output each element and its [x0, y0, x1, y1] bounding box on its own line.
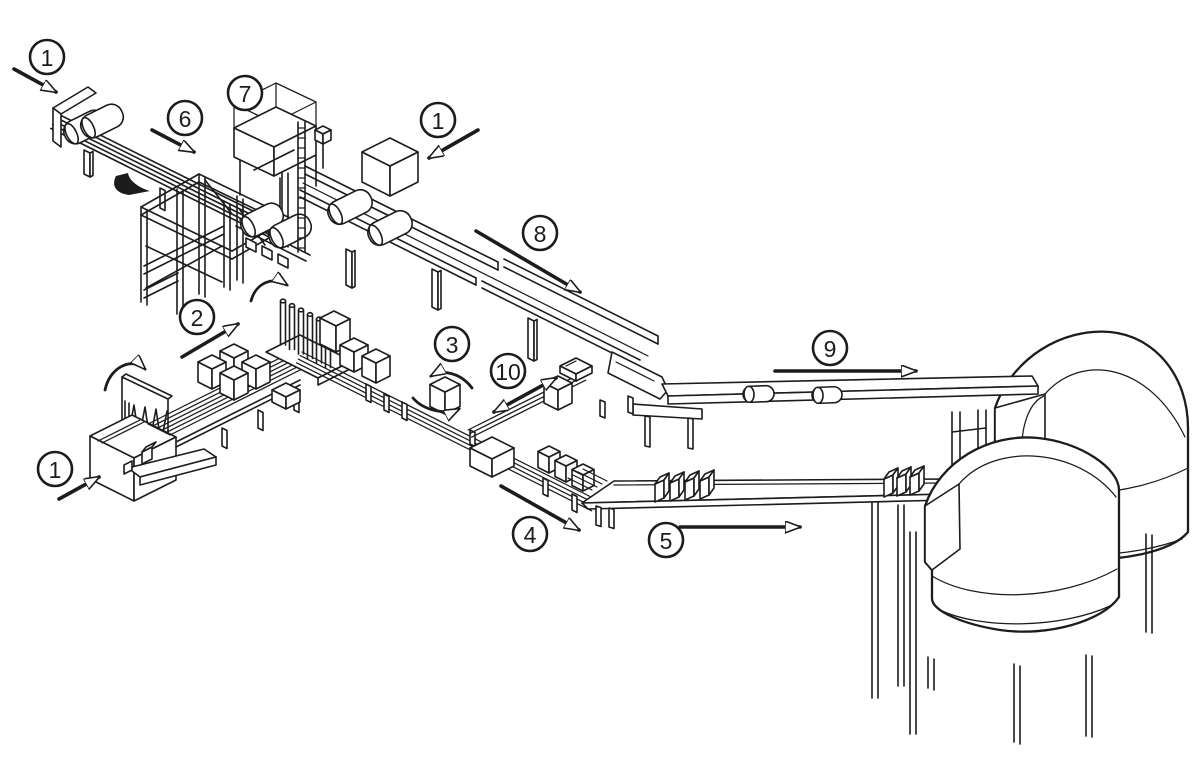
callout-step: 4: [511, 515, 549, 553]
conveyor-roll: [327, 188, 373, 226]
product-cube: [361, 137, 419, 197]
callout-label: 3: [446, 332, 459, 358]
turning-box: [429, 376, 461, 415]
callouts: 1 6 7 1 8 2 3 10: [12, 38, 918, 559]
callout-label: 1: [49, 457, 62, 483]
callout-step: 7: [226, 74, 264, 112]
lane-conveyor-2: [147, 343, 319, 450]
flow-arrow-icon: [12, 67, 58, 94]
double-flow-arrow-icon: [492, 376, 558, 414]
callout-label: 5: [660, 528, 673, 554]
carton-magazine-machine: [89, 373, 217, 502]
callout-label: 7: [239, 81, 252, 107]
callout-step: 1: [28, 38, 66, 76]
dome-machine-front: [923, 436, 1121, 745]
callout-step: 1: [36, 450, 74, 488]
flow-arrow-icon: [180, 322, 240, 359]
callout-label: 2: [191, 305, 204, 331]
carton-stack: [197, 343, 271, 401]
callout-label: 1: [432, 108, 445, 134]
pack-conveyor-3: [295, 337, 608, 514]
callout-label: 9: [824, 336, 837, 362]
callout-step: 8: [521, 214, 559, 252]
callout-step: 2: [178, 298, 216, 336]
callout-label: 6: [179, 106, 192, 132]
backstop-plate: [52, 86, 97, 115]
flow-arrow-icon: [474, 229, 582, 294]
transfer-plate: [559, 357, 593, 382]
callout-step: 10: [489, 352, 527, 390]
gantry-machine: [140, 82, 332, 318]
callout-step: 9: [811, 329, 849, 367]
control-box-post: [314, 125, 332, 169]
interior-roll-deck: [235, 202, 313, 269]
rotate-arrow-icon: [249, 281, 287, 303]
flow-arrow-icon: [427, 128, 480, 160]
slab-group: [883, 465, 925, 498]
flow-arrow-icon: [57, 475, 101, 501]
conveyor-roll: [367, 209, 413, 247]
flow-arrow-icon: [150, 128, 196, 154]
callout-label: 1: [41, 45, 54, 71]
control-cabinet: [469, 436, 515, 478]
infeed-conveyor: [50, 86, 286, 243]
callout-step: 6: [166, 99, 204, 137]
callout-step: 1: [419, 101, 457, 139]
flow-arrow-icon: [499, 484, 581, 532]
ladder: [297, 121, 306, 253]
callout-step: 5: [647, 521, 685, 559]
pack-box: [339, 337, 391, 384]
conveyor-roll: [742, 384, 775, 404]
infeed-roll: [79, 103, 125, 139]
callout-label: 4: [524, 522, 537, 548]
machine-frame: [140, 154, 317, 318]
callout-label: 10: [495, 359, 521, 385]
junction-plate: [607, 351, 669, 400]
conveyor-roll: [811, 385, 843, 405]
rotate-arrow-icon: [431, 373, 474, 390]
deflector-chute: [114, 173, 150, 195]
slab-group: [654, 469, 715, 503]
callout-label: 8: [534, 221, 547, 247]
belt-conveyor-5: [581, 465, 949, 530]
callout-step: 3: [433, 325, 471, 363]
rotate-arrow-icon: [103, 364, 145, 392]
transfer-conveyor-9: [632, 375, 1039, 735]
roll-conveyor-8: [299, 165, 669, 400]
rotate-arrow-icon: [411, 396, 459, 412]
